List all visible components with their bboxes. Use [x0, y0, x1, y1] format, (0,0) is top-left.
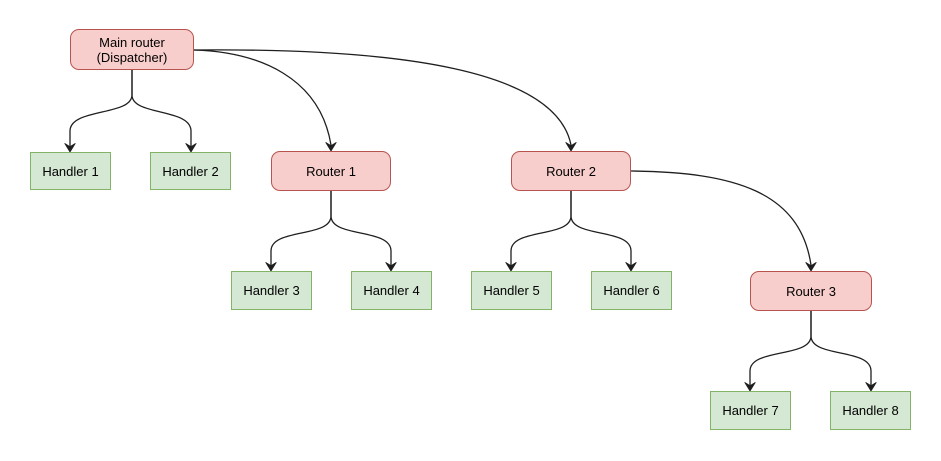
node-handler5[interactable]: Handler 5 [471, 271, 552, 310]
node-handler6[interactable]: Handler 6 [591, 271, 672, 310]
edge-e-r1-h4 [330, 190, 397, 272]
arrow-head [185, 143, 197, 153]
arrow-head [744, 382, 756, 392]
arrow-head [865, 382, 877, 392]
node-handler7[interactable]: Handler 7 [710, 391, 791, 430]
node-handler3[interactable]: Handler 3 [231, 271, 312, 310]
arrow-head [805, 262, 817, 272]
node-label: Handler 6 [603, 283, 660, 298]
edge-e-main-r2 [193, 49, 577, 152]
node-label: Handler 1 [42, 163, 99, 179]
arrow-head [505, 262, 517, 272]
node-label: Router 1 [306, 163, 356, 179]
node-label: Main router (Dispatcher) [96, 34, 168, 65]
edge-e-r2-r3 [630, 170, 817, 272]
node-handler2[interactable]: Handler 2 [150, 152, 231, 190]
edge-e-main-r1 [193, 49, 337, 152]
arrow-head [625, 262, 637, 272]
node-handler1[interactable]: Handler 1 [30, 152, 111, 190]
node-label: Handler 8 [842, 403, 899, 418]
arrow-head [64, 143, 76, 153]
node-router2[interactable]: Router 2 [511, 151, 631, 191]
arrow-head [265, 262, 277, 272]
node-main[interactable]: Main router (Dispatcher) [70, 29, 194, 70]
edge-e-r3-h8 [810, 310, 877, 392]
node-label: Router 3 [786, 283, 836, 299]
edge-e-r1-h3 [265, 190, 332, 272]
node-label: Handler 4 [363, 283, 420, 298]
node-label: Handler 5 [483, 283, 540, 298]
edge-e-main-h2 [131, 69, 197, 153]
edge-e-r2-h6 [570, 190, 637, 272]
edge-e-r2-h5 [505, 190, 572, 272]
node-label: Handler 7 [722, 403, 779, 418]
arrow-head [325, 142, 337, 152]
node-label: Handler 3 [243, 283, 300, 298]
node-handler4[interactable]: Handler 4 [351, 271, 432, 310]
node-router1[interactable]: Router 1 [271, 151, 391, 191]
arrow-head [385, 262, 397, 272]
edge-e-main-h1 [64, 69, 133, 153]
node-label: Router 2 [546, 163, 596, 179]
node-router3[interactable]: Router 3 [750, 271, 872, 311]
edge-e-r3-h7 [744, 310, 812, 392]
node-label: Handler 2 [162, 163, 219, 179]
node-handler8[interactable]: Handler 8 [830, 391, 911, 430]
arrow-head [565, 142, 577, 152]
